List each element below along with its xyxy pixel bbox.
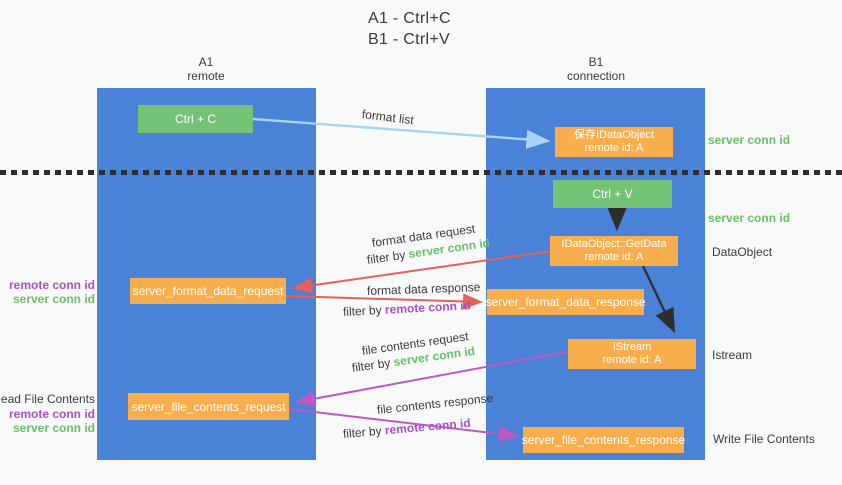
filter-prefix: filter by: [342, 423, 383, 441]
label-server-conn-id-right-top: server conn id: [708, 133, 791, 147]
label-read-file-contents: Read File Contents: [0, 392, 95, 406]
label-server-conn-id-left-bottom: server conn id: [12, 421, 95, 435]
label-server-conn-id-right-mid: server conn id: [708, 211, 791, 225]
filter-prefix: filter by: [366, 247, 407, 267]
filter-key-remote-conn-id: remote conn id: [384, 415, 472, 438]
title-line-2: B1 - Ctrl+V: [368, 31, 450, 48]
label-server-conn-id-left-top: server conn id: [12, 292, 95, 306]
node-server-format-data-request: server_format_data_request: [130, 278, 286, 304]
node-server-file-contents-request: server_file_contents_request: [128, 393, 289, 420]
node-ctrl-v: Ctrl + V: [553, 180, 672, 208]
filter-prefix: filter by: [342, 302, 383, 319]
node-server-format-data-response: server_format_data_response: [485, 289, 646, 315]
node-ctrl-c: Ctrl + C: [138, 105, 253, 133]
lifeline-a1-subtitle: remote: [187, 69, 225, 83]
label-filter-format-response: filter by remote conn id: [343, 298, 472, 319]
node-server-file-contents-response: server_file_contents_response: [522, 427, 685, 453]
label-file-contents-response: file contents response: [376, 390, 494, 417]
label-remote-conn-id-left-bottom: remote conn id: [8, 407, 95, 421]
title-line-1: A1 - Ctrl+C: [368, 10, 451, 27]
diagram-title: A1 - Ctrl+C B1 - Ctrl+V: [368, 8, 451, 50]
node-istream-title: IStream: [612, 341, 652, 353]
label-filter-file-response: filter by remote conn id: [342, 416, 471, 441]
label-dataobject: DataObject: [712, 245, 773, 259]
lifeline-b1-subtitle: connection: [566, 69, 626, 83]
filter-prefix: filter by: [351, 355, 392, 375]
label-remote-conn-id-left-top: remote conn id: [8, 278, 95, 292]
label-write-file-contents: Write File Contents: [713, 432, 815, 446]
node-getdata-title: IDataObject::GetData: [561, 238, 667, 250]
label-format-data-response: format data response: [366, 280, 481, 298]
label-format-list: format list: [361, 107, 415, 128]
lifeline-b1-name: B1: [588, 55, 604, 69]
node-save-idataobject-title: 保存IDataObject: [573, 129, 655, 141]
lifeline-a1-name: A1: [198, 55, 214, 69]
node-idataobject-getdata: IDataObject::GetData remote id: A: [550, 236, 678, 266]
filter-key-remote-conn-id: remote conn id: [384, 298, 472, 317]
node-istream: IStream remote id: A: [568, 339, 696, 369]
node-save-idataobject-remote-id: remote id: A: [584, 142, 644, 154]
node-save-idataobject: 保存IDataObject remote id: A: [555, 127, 673, 157]
lifeline-header-b1: B1 connection: [516, 55, 676, 83]
label-istream: Istream: [712, 348, 753, 362]
node-getdata-remote-id: remote id: A: [584, 251, 644, 263]
node-istream-remote-id: remote id: A: [602, 354, 662, 366]
dashed-separator: [0, 170, 842, 175]
lifeline-header-a1: A1 remote: [126, 55, 286, 83]
